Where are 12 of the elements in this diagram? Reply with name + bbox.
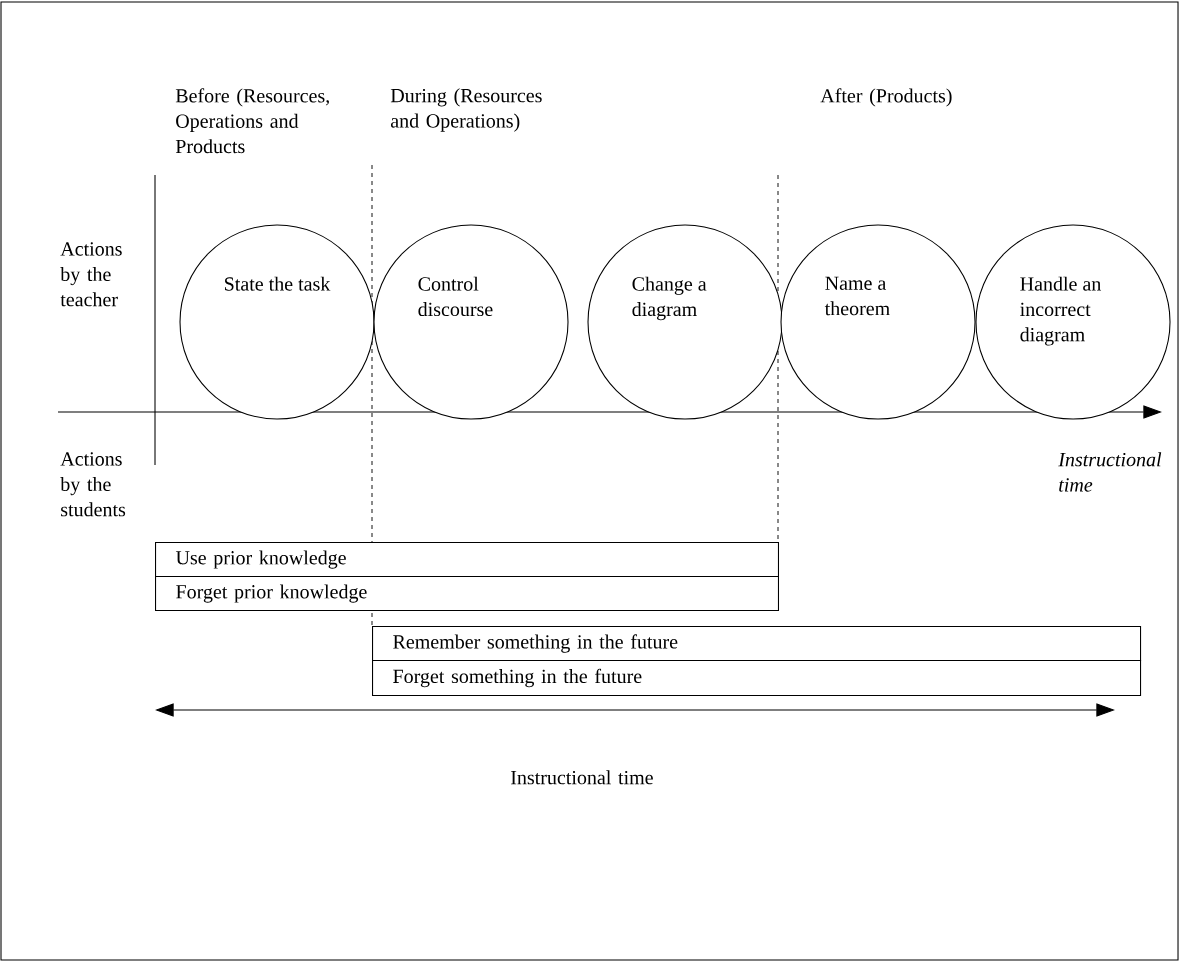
activity-bar: Forget something in the future bbox=[372, 660, 1142, 696]
phase-heading: After (Products) bbox=[820, 88, 952, 107]
axis-label: Instructional time bbox=[511, 770, 653, 785]
row-label: Actions by the teacher bbox=[60, 242, 122, 307]
phase-heading: Before (Resources, Operations and Products bbox=[175, 88, 329, 154]
axis-label: Instructional time bbox=[1058, 452, 1162, 492]
activity-bar: Use prior knowledge bbox=[155, 542, 779, 578]
activity-bar: Forget prior knowledge bbox=[155, 576, 779, 612]
activity-bar: Remember something in the future bbox=[372, 626, 1142, 662]
node-label: Handle an incorrect diagram bbox=[1020, 276, 1102, 346]
row-label: Actions by the students bbox=[60, 452, 126, 517]
phase-heading: During (Resources and Operations) bbox=[390, 88, 542, 132]
